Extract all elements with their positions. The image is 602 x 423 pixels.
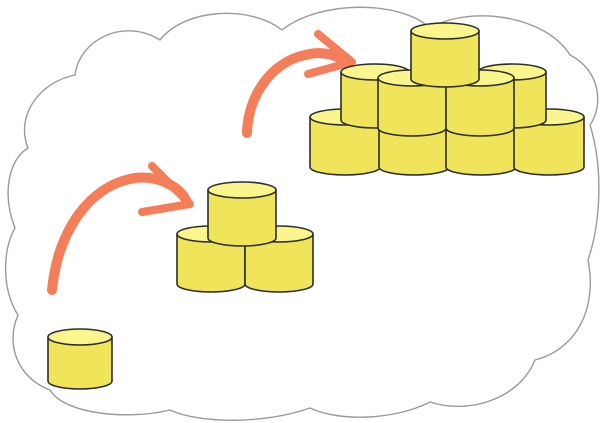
coin-side [377, 77, 447, 137]
coin-top [207, 181, 277, 199]
coin-side [244, 233, 314, 293]
arrow-shaft [242, 48, 352, 138]
coin [47, 328, 113, 390]
coin-side [445, 77, 515, 137]
coin-side [410, 30, 480, 88]
coin [410, 22, 480, 88]
coin-side [176, 233, 246, 293]
growth-arrow-2 [242, 30, 356, 138]
coin-side [207, 189, 277, 247]
growth-arrow-1 [47, 162, 194, 295]
arrow-head [138, 162, 194, 216]
arrows-layer [47, 30, 356, 295]
coin [207, 181, 277, 247]
coin-side [513, 116, 585, 176]
large-stack [309, 22, 585, 176]
small-stack [176, 181, 314, 293]
single-coin [47, 328, 113, 390]
coin-top [410, 22, 480, 40]
arrow-head [304, 30, 356, 78]
coin-top [47, 328, 113, 346]
coin-side [47, 336, 113, 390]
coins-layer [47, 22, 585, 390]
